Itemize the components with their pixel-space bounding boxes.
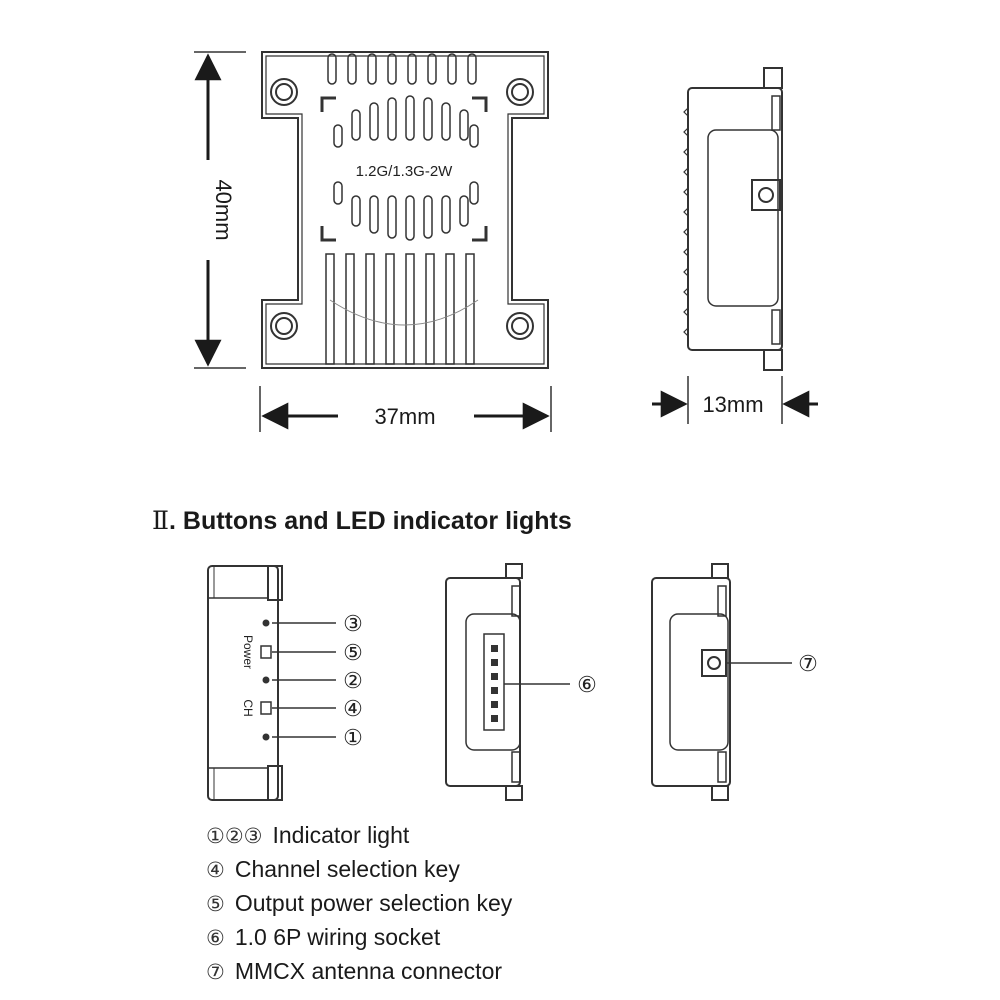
thickness-dimension [652, 376, 818, 424]
led-indicator-1 [262, 733, 270, 741]
callout-leaders-a [272, 622, 336, 738]
front-view-outline [261, 51, 549, 369]
callout-7: ⑦ [798, 651, 818, 676]
callout-1: ① [343, 725, 363, 750]
section-title-text: . Buttons and LED indicator lights [169, 507, 572, 535]
legend-text: 1.0 6P wiring socket [234, 924, 441, 950]
callout-6: ⑥ [577, 672, 597, 697]
legend-markers: ⑤ [206, 892, 225, 916]
height-dimension-label: 40mm [211, 179, 236, 240]
mounting-hole [270, 78, 298, 106]
socket-side-view [445, 563, 523, 801]
mmcx-connector-icon [701, 649, 727, 677]
width-dimension [259, 386, 552, 432]
led-indicator-3 [262, 619, 270, 627]
front-view [261, 51, 549, 369]
wiring-socket-icon [483, 633, 505, 731]
cooling-fins-bottom [325, 253, 479, 365]
legend-markers: ⑥ [206, 926, 225, 950]
legend-item: ④ Channel selection key [206, 852, 512, 886]
legend-text: Indicator light [272, 822, 410, 848]
width-dimension-label: 37mm [374, 404, 435, 429]
legend-item: ⑤ Output power selection key [206, 886, 512, 920]
cooling-slots-middle [333, 95, 479, 241]
callout-5: ⑤ [343, 640, 363, 665]
legend-markers: ④ [206, 858, 225, 882]
power-label: Power [241, 635, 255, 669]
legend-item: ⑦ MMCX antenna connector [206, 954, 512, 988]
legend-text: MMCX antenna connector [234, 958, 503, 984]
mmcx-connector-icon [751, 179, 781, 211]
legend-item: ⑥ 1.0 6P wiring socket [206, 920, 512, 954]
thickness-dimension-label: 13mm [702, 392, 763, 417]
callout-4: ④ [343, 696, 363, 721]
antenna-side-view [651, 563, 731, 801]
callout-3: ③ [343, 611, 363, 636]
height-dimension [194, 51, 246, 369]
button-side-view [207, 565, 283, 801]
legend-item: ①②③ Indicator light [206, 818, 512, 852]
legend-markers: ⑦ [206, 960, 225, 984]
power-key-icon [260, 645, 272, 659]
legend-list: ①②③ Indicator light ④ Channel selection ke… [206, 818, 512, 988]
mounting-hole [506, 78, 534, 106]
legend-text: Output power selection key [234, 890, 513, 916]
section-title: Ⅱ. Buttons and LED indicator lights [152, 506, 572, 536]
legend-markers: ①②③ [206, 824, 263, 848]
section-numeral: Ⅱ [152, 506, 169, 535]
mounting-hole [270, 312, 298, 340]
corner-marks [320, 96, 488, 242]
cooling-slots-top [327, 53, 477, 85]
mounting-hole [506, 312, 534, 340]
callout-2: ② [343, 668, 363, 693]
model-label: 1.2G/1.3G-2W [356, 163, 454, 180]
legend-text: Channel selection key [234, 856, 460, 882]
channel-key-icon [260, 701, 272, 715]
ch-label: CH [241, 699, 255, 716]
led-indicator-2 [262, 676, 270, 684]
side-view [683, 67, 783, 371]
